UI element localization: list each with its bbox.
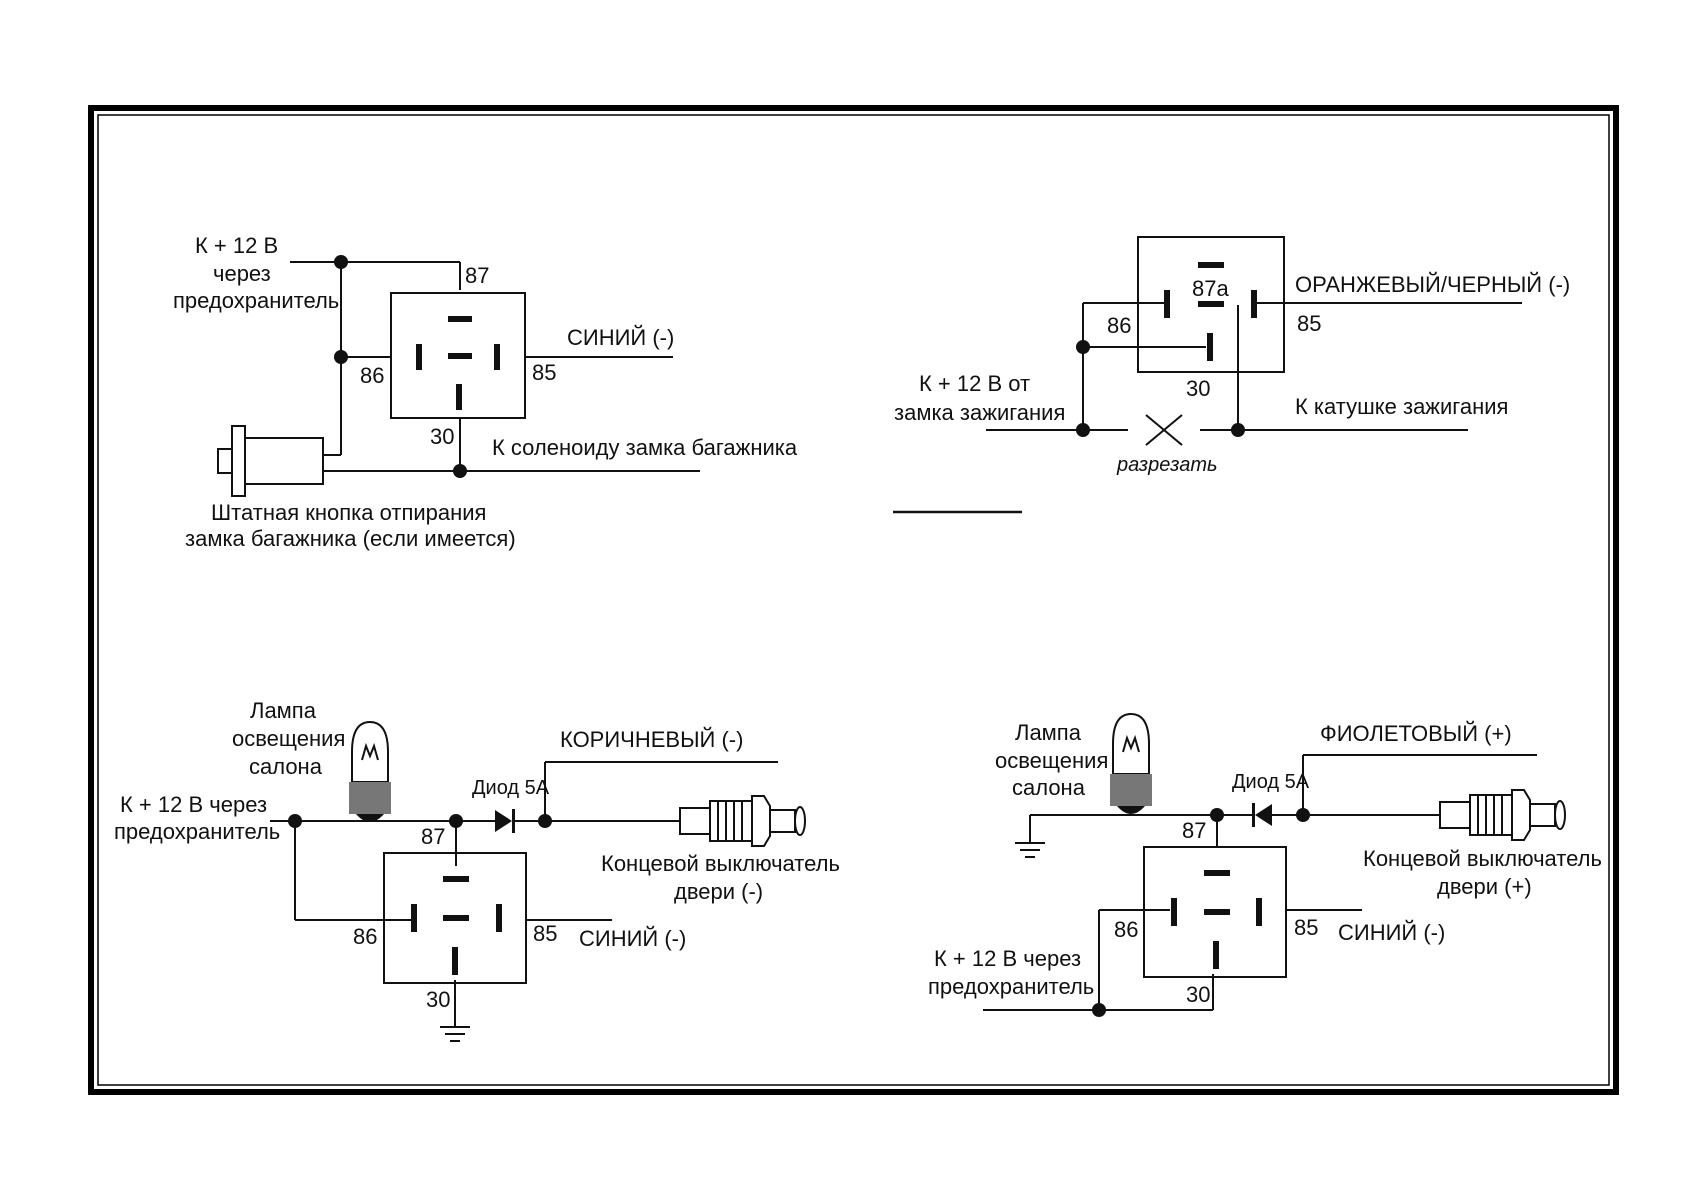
lamp-negative-brown-wire-label: КОРИЧНЕВЫЙ (-): [560, 727, 743, 752]
lamp-negative-lamp-line3: салона: [249, 754, 323, 779]
lamp-positive-fills: [1092, 774, 1310, 1017]
ignition-wire-85-label: ОРАНЖЕВЫЙ/ЧЕРНЫЙ (-): [1295, 272, 1570, 297]
lamp-negative-bulb-icon: [351, 720, 389, 783]
trunk-button-label-line2: замка багажника (если имеется): [185, 526, 516, 551]
lamp-positive-switch-line1: Концевой выключатель: [1363, 846, 1602, 871]
lamp-negative-pin-85: 85: [533, 921, 557, 946]
lamp-positive-door-switch-icon: [1439, 789, 1566, 841]
ignition-cut-label: разрезать: [1116, 454, 1218, 476]
trunk-button-label-line1: Штатная кнопка отпирания: [211, 500, 486, 525]
ignition-supply-line1: К + 12 В от: [919, 371, 1030, 396]
page-frame: [88, 105, 1619, 1095]
lamp-positive-pin-86: 86: [1114, 917, 1138, 942]
lamp-negative-pin-86: 86: [353, 924, 377, 949]
trunk-wire-30-label: К соленоиду замка багажника: [492, 435, 798, 460]
trunk-button-icon: [217, 425, 324, 497]
trunk-pin-86: 86: [360, 363, 384, 388]
lamp-negative-labels: Лампа освещения салона К + 12 В через пр…: [114, 698, 840, 1012]
lamp-positive-ground-icon: [1015, 815, 1045, 858]
ignition-relay-contacts: [1076, 262, 1257, 437]
lamp-negative-diagram: [270, 720, 806, 1042]
ignition-interrupt-diagram: [893, 236, 1522, 514]
ignition-supply-line2: замка зажигания: [894, 400, 1065, 425]
ignition-labels: 87a 86 85 30 ОРАНЖЕВЫЙ/ЧЕРНЫЙ (-) К + 12…: [894, 272, 1570, 476]
lamp-positive-pin-87: 87: [1182, 818, 1206, 843]
lamp-negative-fills: [288, 782, 552, 975]
lamp-negative-supply-line1: К + 12 В через: [120, 792, 267, 817]
trunk-pin-85: 85: [532, 360, 556, 385]
lamp-positive-switch-line2: двери (+): [1437, 874, 1532, 899]
lamp-negative-diode-label: Диод 5А: [472, 777, 550, 799]
lamp-negative-switch-line1: Концевой выключатель: [601, 851, 840, 876]
lamp-positive-diode-label: Диод 5А: [1232, 771, 1310, 793]
lamp-positive-pin-30: 30: [1186, 982, 1210, 1007]
lamp-negative-supply-line2: предохранитель: [114, 819, 280, 844]
lamp-positive-supply-line1: К + 12 В через: [934, 946, 1081, 971]
lamp-negative-door-switch-icon: [679, 795, 806, 847]
trunk-wire-85-label: СИНИЙ (-): [567, 325, 674, 350]
lamp-negative-wire-85-label: СИНИЙ (-): [579, 926, 686, 951]
ignition-relay: [1137, 236, 1285, 373]
lamp-positive-violet-wire-label: ФИОЛЕТОВЫЙ (+): [1320, 721, 1512, 746]
lamp-negative-lamp-line1: Лампа: [250, 698, 317, 723]
ignition-pin-85: 85: [1297, 311, 1321, 336]
ignition-coil-label: К катушке зажигания: [1295, 394, 1508, 419]
lamp-negative-switch-line2: двери (-): [674, 879, 763, 904]
trunk-pin-30: 30: [430, 424, 454, 449]
lamp-negative-lamp-line2: освещения: [232, 726, 345, 751]
lamp-negative-pin-87: 87: [421, 824, 445, 849]
ignition-pin-86: 86: [1107, 313, 1131, 338]
lamp-positive-lamp-line1: Лампа: [1015, 720, 1082, 745]
lamp-negative-diode-icon: [495, 810, 512, 832]
trunk-relay: [390, 292, 526, 419]
lamp-negative-pin-30: 30: [426, 987, 450, 1012]
lamp-positive-bulb-icon: [1112, 712, 1150, 775]
trunk-supply-line1: К + 12 В: [195, 233, 278, 258]
ignition-pin-87a: 87a: [1192, 276, 1229, 301]
trunk-supply-line2: через: [213, 261, 271, 286]
lamp-positive-lamp-line3: салона: [1012, 775, 1086, 800]
lamp-positive-wire-85-label: СИНИЙ (-): [1338, 920, 1445, 945]
lamp-positive-labels: Лампа освещения салона Диод 5А ФИОЛЕТОВЫ…: [928, 720, 1602, 1007]
lamp-positive-diode-icon: [1255, 804, 1272, 826]
lamp-positive-pin-85: 85: [1294, 915, 1318, 940]
lamp-negative-ground-icon: [440, 1026, 470, 1042]
lamp-positive-lamp-line2: освещения: [995, 748, 1108, 773]
trunk-supply-line3: предохранитель: [173, 288, 339, 313]
lamp-positive-relay: [1143, 846, 1287, 978]
lamp-positive-supply-line2: предохранитель: [928, 974, 1094, 999]
ignition-pin-30: 30: [1186, 376, 1210, 401]
lamp-negative-relay: [383, 852, 527, 984]
trunk-relay-contacts: [334, 255, 500, 478]
trunk-pin-87: 87: [465, 263, 489, 288]
trunk-labels: К + 12 В через предохранитель 87 86 85 3…: [173, 233, 798, 551]
